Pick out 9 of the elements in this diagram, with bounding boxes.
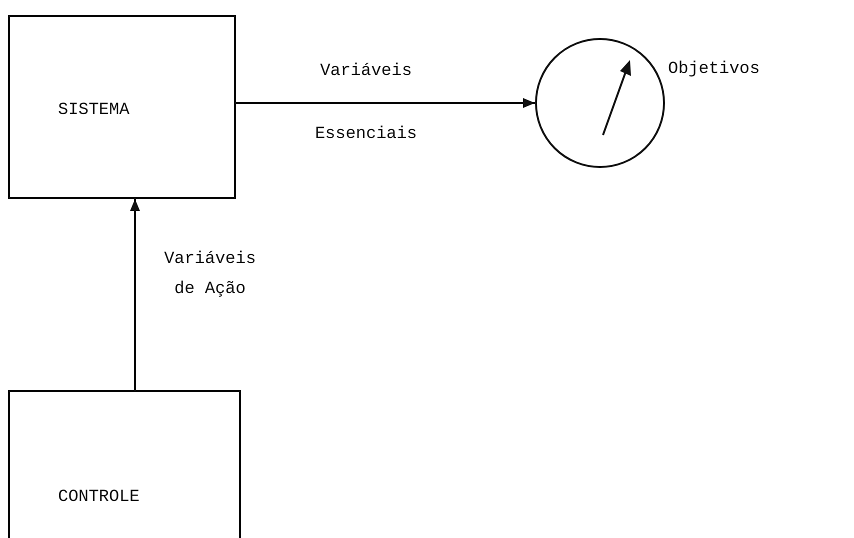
edge-label: Variáveis de Ação (163, 249, 257, 301)
arrow (130, 199, 140, 390)
node-caption: Objetivos (668, 60, 760, 79)
arrow (236, 98, 535, 108)
process-box (8, 390, 241, 538)
box-label: SISTEMA (58, 101, 130, 120)
box-label: CONTROLE (58, 488, 140, 507)
edge-label: Variáveis Essenciais (314, 61, 418, 146)
process-box (8, 15, 236, 199)
